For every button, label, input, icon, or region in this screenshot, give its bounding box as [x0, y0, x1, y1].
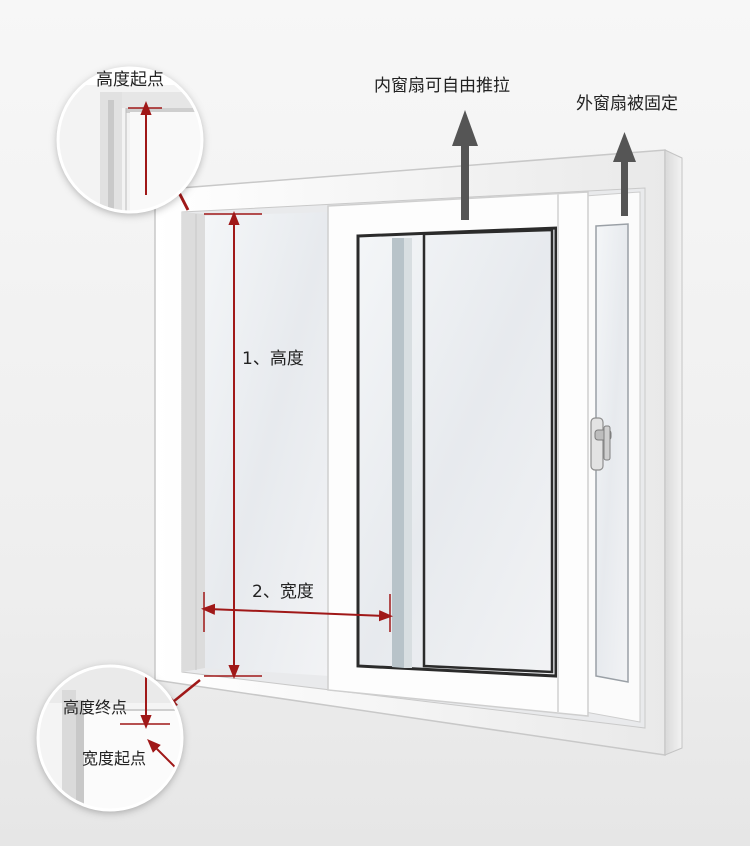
fixed-sash-left-pane [205, 212, 330, 676]
width-dimension-label: 2、宽度 [252, 582, 314, 602]
width-dimension-line [201, 592, 393, 632]
height-dimension-line [204, 211, 262, 679]
inner-sash-label: 内窗扇可自由推拉 [374, 76, 510, 96]
up-arrow-icon [452, 110, 478, 220]
height-dimension-label: 1、高度 [242, 349, 304, 369]
width-start-label: 宽度起点 [82, 749, 147, 768]
sliding-inner-sash [327, 191, 589, 717]
up-arrow-icon [613, 132, 636, 216]
height-start-label: 高度起点 [96, 70, 164, 90]
height-end-label: 高度终点 [63, 698, 128, 717]
outer-sash-label: 外窗扇被固定 [576, 94, 678, 114]
window-handle-icon [590, 417, 612, 471]
